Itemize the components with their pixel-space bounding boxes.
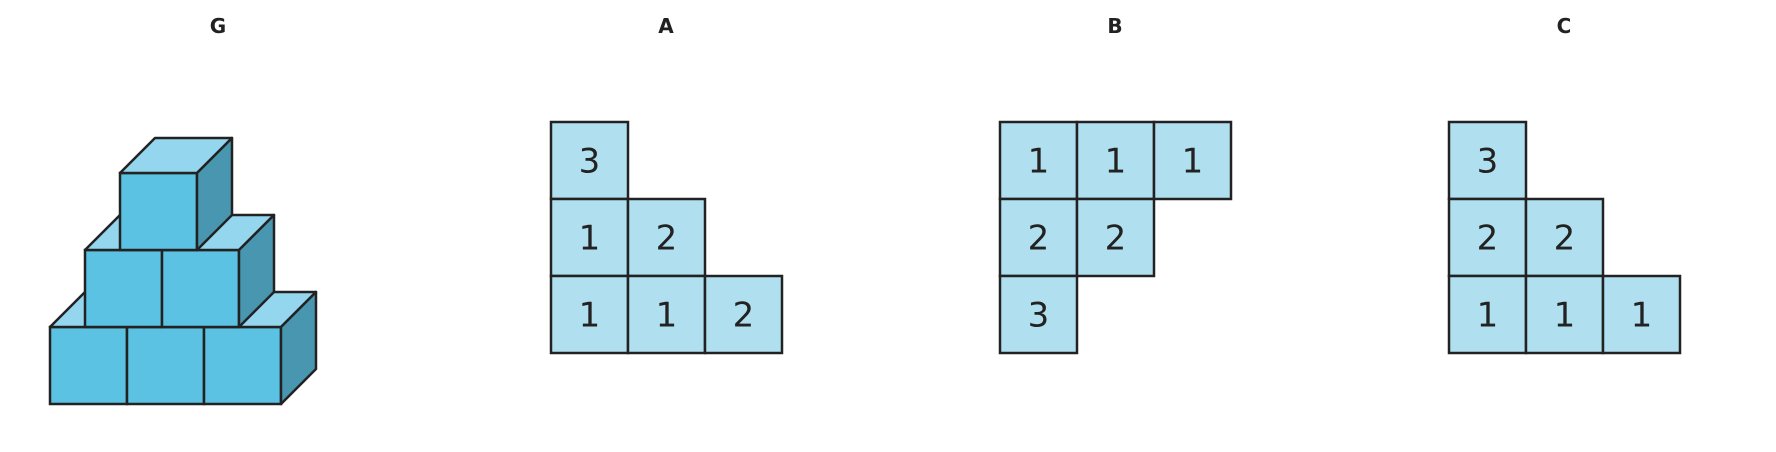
grid-cell: 3 [998,274,1079,355]
grid-cell-box [1075,120,1156,201]
grid-cell-value: 2 [656,219,678,259]
grid-cell-box [626,274,707,355]
grid-cell-value: 1 [1554,296,1576,336]
grid-cell: 2 [998,197,1079,278]
grid-cell-box [1601,274,1682,355]
grid-cell-box [1447,274,1528,355]
grid-cell-box [998,120,1079,201]
grid-cell: 1 [1152,120,1233,201]
option-c: C 3 2 2 1 1 1 [1447,14,1682,355]
grid-cell: 2 [626,197,707,278]
grid-cell: 1 [1601,274,1682,355]
cube-layer-3 [118,136,234,252]
grid-cell-value: 2 [1028,219,1050,259]
grid-cell-box [549,120,630,201]
grid-cell-value: 2 [1477,219,1499,259]
option-c-grid: 3 2 2 1 1 1 [1447,120,1682,355]
grid-cell: 1 [1524,274,1605,355]
option-b-grid: 1 1 1 2 2 3 [998,120,1233,355]
grid-cell-box [1152,120,1233,201]
figure-g-label: G [210,14,226,38]
grid-cell-value: 1 [656,296,678,336]
grid-cell-box [549,274,630,355]
grid-cell-value: 1 [1631,296,1653,336]
option-a-grid: 3 1 2 1 1 2 [549,120,784,355]
option-a-label: A [658,14,674,38]
grid-cell-value: 2 [1554,219,1576,259]
grid-cell: 1 [626,274,707,355]
option-b: B 1 1 1 2 2 3 [998,14,1233,355]
cube-side-face [237,213,276,329]
grid-cell-value: 1 [1028,142,1050,182]
cube-front-face [48,325,129,406]
cube-front-face [83,248,164,329]
grid-cell: 2 [1075,197,1156,278]
grid-cell-value: 3 [1477,142,1499,182]
grid-cell-value: 3 [579,142,601,182]
cube-side-face [195,136,234,252]
cube-layer-2 [83,213,276,329]
grid-cell-value: 1 [579,296,601,336]
grid-cell: 1 [998,120,1079,201]
grid-cell: 1 [1447,274,1528,355]
cube-front-face [202,325,283,406]
grid-cell-value: 3 [1028,296,1050,336]
grid-cell: 1 [549,274,630,355]
grid-cell-box [1447,120,1528,201]
grid-cell-box [1524,197,1605,278]
grid-cell: 3 [1447,120,1528,201]
grid-cell-box [998,274,1079,355]
grid-cell-box [1447,197,1528,278]
grid-cell-box [703,274,784,355]
grid-cell: 1 [1075,120,1156,201]
cube-front-face [125,325,206,406]
grid-cell-box [1075,197,1156,278]
figure-g: G [48,14,318,406]
grid-cell-value: 2 [1105,219,1127,259]
grid-cell-value: 1 [1477,296,1499,336]
grid-cell-value: 2 [733,296,755,336]
cube-stack [48,136,318,406]
option-c-label: C [1557,14,1572,38]
grid-cell: 2 [703,274,784,355]
grid-cell-value: 1 [579,219,601,259]
grid-cell-value: 1 [1182,142,1204,182]
cube-front-face [160,248,241,329]
grid-cell: 2 [1524,197,1605,278]
option-a: A 3 1 2 1 1 2 [549,14,784,355]
grid-cell-box [626,197,707,278]
grid-cell-value: 1 [1105,142,1127,182]
grid-cell: 1 [549,197,630,278]
option-b-label: B [1107,14,1122,38]
grid-cell: 3 [549,120,630,201]
grid-cell: 2 [1447,197,1528,278]
cube-side-face [279,290,318,406]
cube-front-face [118,171,199,252]
